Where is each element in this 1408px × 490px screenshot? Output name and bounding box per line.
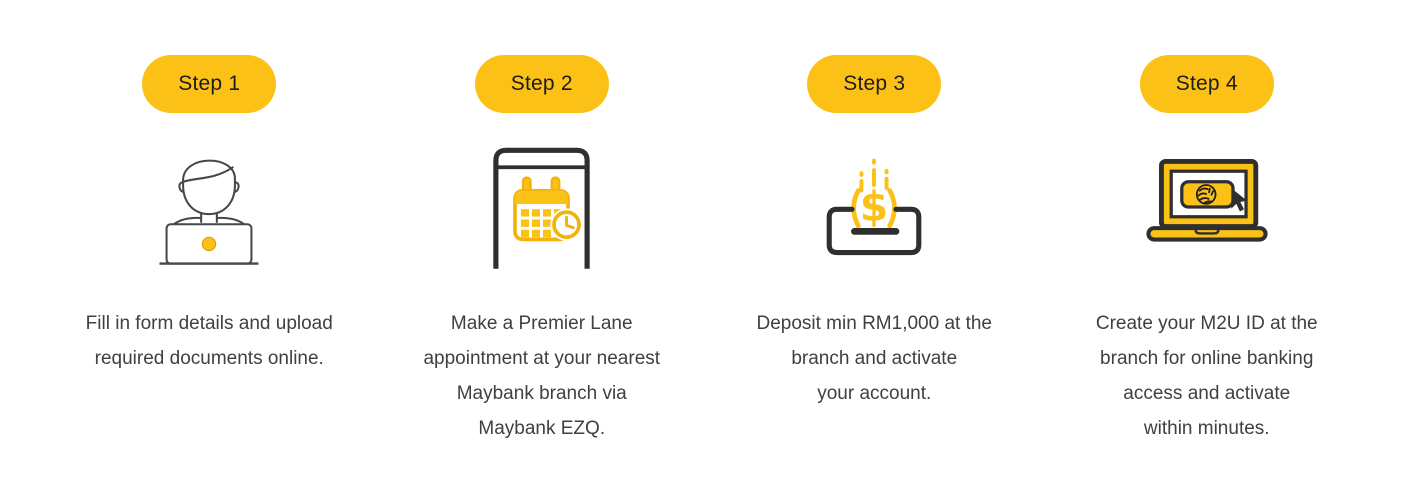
step-2-icon-box — [490, 113, 593, 300]
svg-text:$: $ — [860, 182, 888, 230]
step-1-description: Fill in form details and upload required… — [85, 313, 333, 369]
step-2-description: Make a Premier Lane appointment at your … — [423, 313, 661, 439]
step-3-description: Deposit min RM1,000 at the branch and ac… — [756, 313, 992, 404]
step-3-column: Step 3 $ Deposit min RM1,00 — [708, 55, 1041, 446]
account-opening-steps-section: Step 1 — [43, 0, 1373, 446]
step-1-icon-box — [154, 113, 264, 300]
step-1-column: Step 1 — [43, 55, 376, 446]
step-2-column: Step 2 — [376, 55, 709, 446]
step-2-badge: Step 2 — [474, 55, 609, 113]
step-3-icon-box: $ — [819, 113, 929, 300]
step-3-badge-label: Step 3 — [843, 72, 906, 95]
step-4-column: Step 4 — [1041, 55, 1374, 446]
person-at-laptop-icon — [159, 159, 259, 265]
step-4-icon-box — [1146, 113, 1268, 300]
laptop-online-banking-icon — [1146, 158, 1268, 242]
step-4-description: Create your M2U ID at the branch for onl… — [1095, 313, 1318, 439]
step-2-badge-label: Step 2 — [510, 72, 573, 95]
step-4-badge: Step 4 — [1139, 55, 1274, 113]
step-3-badge: Step 3 — [807, 55, 942, 113]
step-1-badge: Step 1 — [142, 55, 277, 113]
step-4-badge-label: Step 4 — [1175, 72, 1238, 95]
phone-calendar-appointment-icon — [493, 147, 590, 269]
cash-deposit-icon: $ — [826, 158, 922, 255]
step-1-badge-label: Step 1 — [178, 72, 241, 95]
